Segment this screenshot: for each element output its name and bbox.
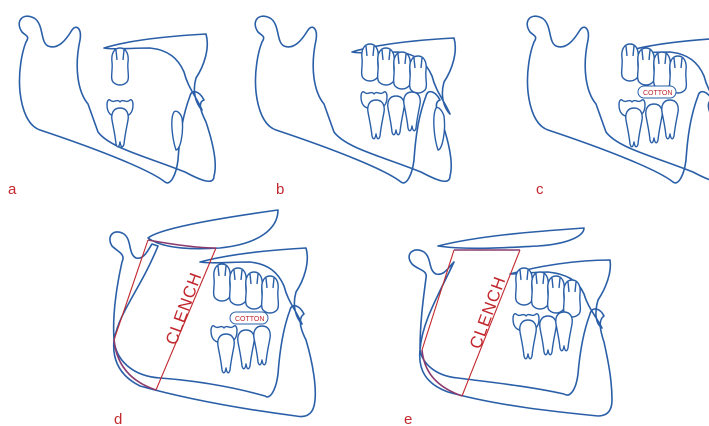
mandible-outline-d bbox=[110, 210, 315, 417]
mandible-outline-e bbox=[409, 228, 612, 416]
cotton-label-c: COTTON bbox=[643, 90, 672, 97]
mandible-outline-c bbox=[527, 16, 709, 183]
panel-label-b: b bbox=[276, 181, 284, 198]
panel-label-e: e bbox=[404, 411, 412, 426]
cotton-roll-d: COTTON bbox=[230, 312, 268, 324]
clench-label-e: CLENCH bbox=[466, 274, 510, 352]
panel-c: COTTON c bbox=[527, 16, 709, 198]
teeth-e bbox=[513, 268, 580, 359]
mandible-outline-b bbox=[255, 16, 455, 183]
panel-a: a bbox=[8, 16, 215, 198]
cotton-label-d: COTTON bbox=[235, 316, 264, 323]
panel-b: b bbox=[255, 16, 455, 198]
panel-d: CLENCH COTTON d bbox=[110, 210, 315, 426]
mandible-outline-a bbox=[19, 16, 215, 183]
panel-label-c: c bbox=[536, 181, 544, 198]
teeth-b bbox=[361, 44, 445, 150]
teeth-a bbox=[107, 48, 183, 150]
cotton-roll-c: COTTON bbox=[638, 86, 676, 98]
clench-muscle-e: CLENCH bbox=[422, 250, 520, 396]
panel-label-a: a bbox=[8, 181, 17, 198]
panel-e: CLENCH e bbox=[404, 228, 612, 426]
panel-label-d: d bbox=[114, 411, 122, 426]
clench-label-d: CLENCH bbox=[162, 270, 206, 348]
